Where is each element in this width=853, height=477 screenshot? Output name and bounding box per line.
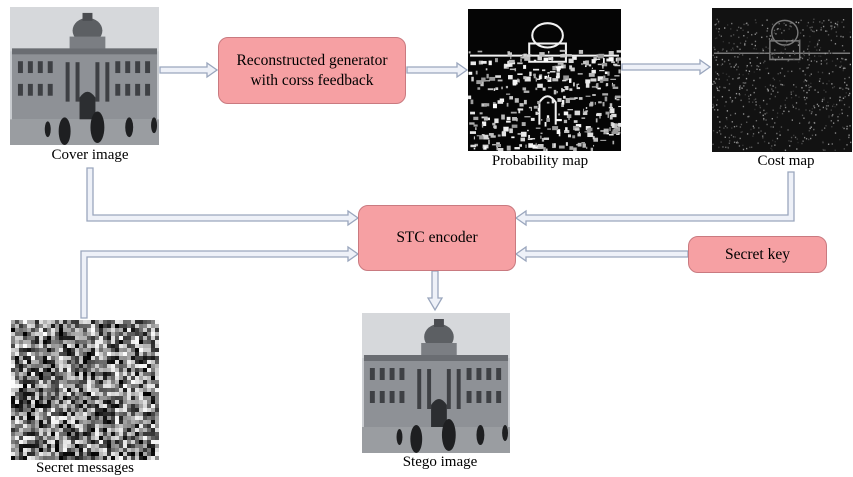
probability-noise (468, 49, 621, 151)
secret-key-box: Secret key (688, 236, 827, 273)
stego-image (362, 313, 510, 453)
arrow-cover-to-generator (159, 61, 219, 79)
arrow-stc-to-stego (426, 270, 444, 312)
probability-map-image (468, 9, 621, 151)
cost-noise (712, 18, 852, 152)
cost-map-image (712, 8, 852, 152)
secret-noise (11, 320, 159, 460)
stego-image-caption: Stego image (402, 454, 478, 470)
probability-map-caption: Probability map (491, 153, 589, 169)
arrow-probability-to-cost (621, 58, 712, 76)
cost-map-caption: Cost map (757, 153, 815, 169)
arrow-secret-to-stc (80, 245, 360, 319)
arrow-key-to-stc (514, 245, 689, 263)
cover-image-caption: Cover image (51, 147, 129, 163)
arrow-generator-to-probability (406, 61, 469, 79)
secret-messages-caption: Secret messages (36, 460, 134, 476)
secret-messages-image (11, 320, 159, 460)
arrow-cost-to-stc (514, 171, 795, 227)
stc-encoder-box: STC encoder (358, 205, 516, 271)
arrow-cover-to-stc (86, 167, 360, 227)
generator-box: Reconstructed generator with corss feedb… (218, 37, 406, 104)
cover-image (10, 7, 159, 145)
